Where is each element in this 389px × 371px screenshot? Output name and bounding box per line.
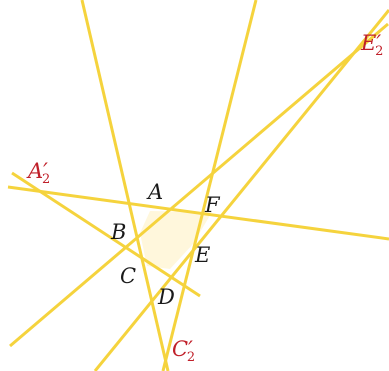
line-2 (161, 0, 258, 371)
primed-labels: A′2 C′2 E′2 (26, 31, 383, 365)
label-e: E (194, 243, 210, 267)
line-3 (7, 185, 389, 241)
label-e2-prime: E′2 (360, 31, 383, 59)
label-d: D (157, 285, 175, 309)
point-labels: A B C D E F (110, 180, 221, 309)
inner-hexagon (140, 211, 212, 269)
line-1 (80, 0, 170, 371)
label-a: A (146, 180, 163, 204)
line-5 (9, 22, 389, 348)
label-f: F (204, 193, 221, 217)
label-a2-prime: A′2 (26, 159, 50, 187)
line-group (7, 0, 389, 371)
label-b: B (110, 220, 126, 244)
label-c: C (120, 264, 136, 288)
line-4 (11, 171, 201, 298)
line-6 (93, 9, 389, 371)
label-c2-prime: C′2 (172, 337, 195, 365)
